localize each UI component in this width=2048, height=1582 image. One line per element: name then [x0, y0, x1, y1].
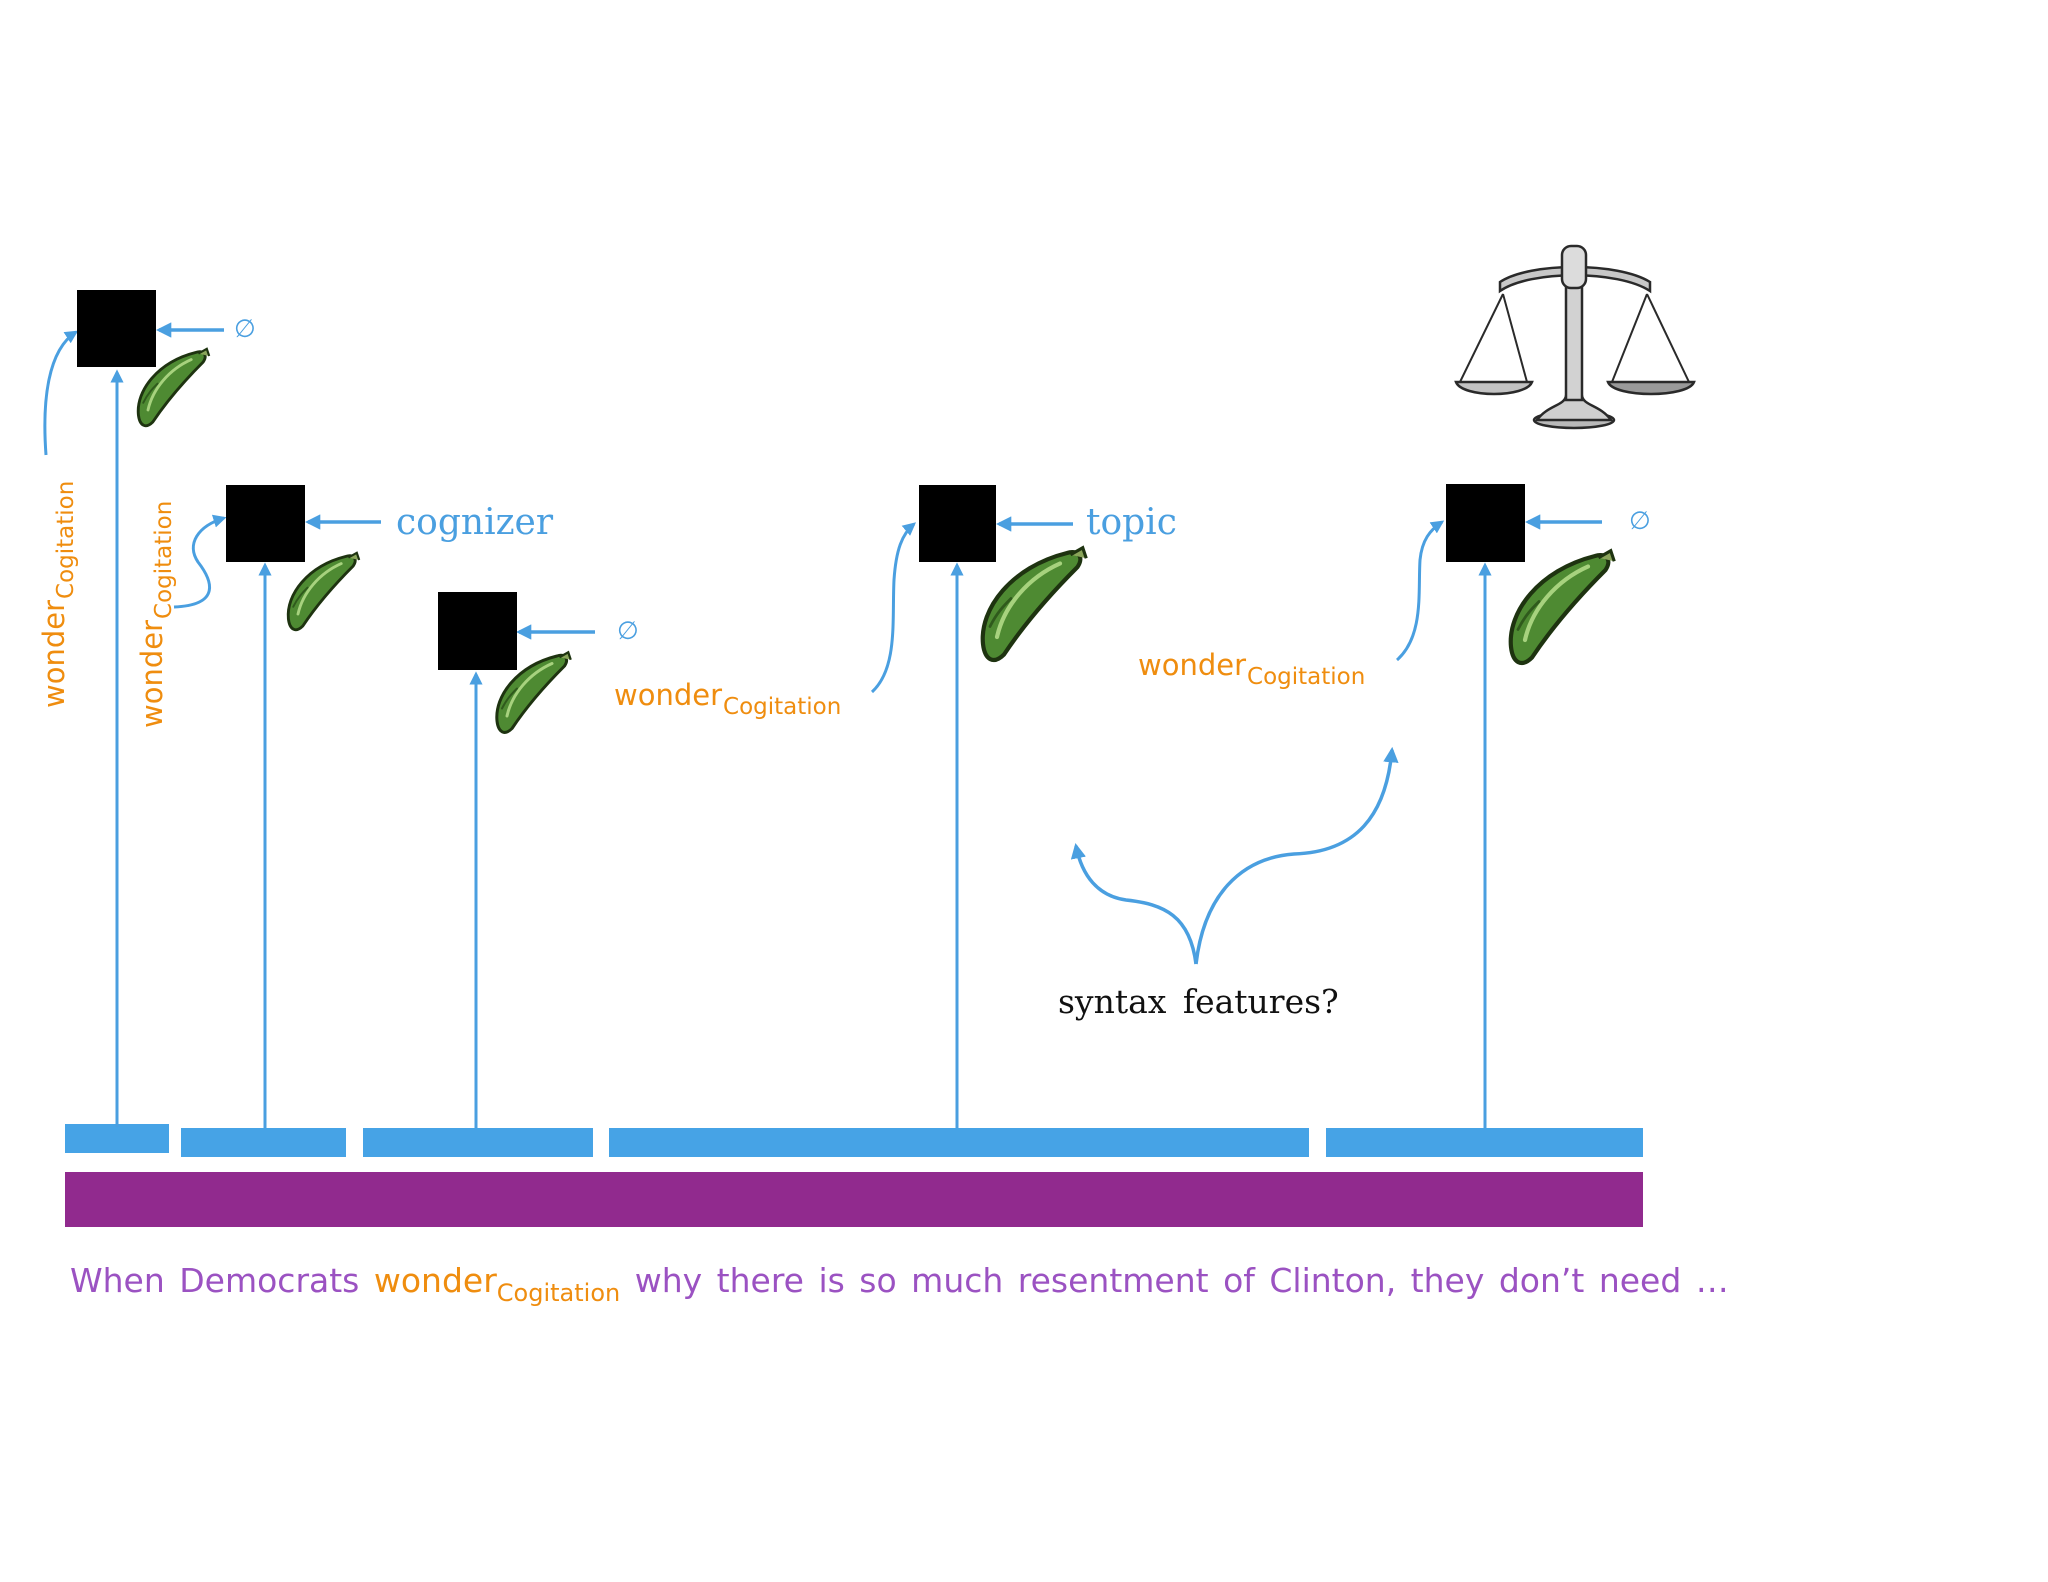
frame-name-3: wonderCogitation: [614, 678, 842, 720]
syntax-arrow-right: [1194, 746, 1399, 965]
frame-box-3: [438, 592, 517, 670]
frame-box-5: [1446, 484, 1525, 562]
cucumber-icon: [983, 548, 1087, 660]
sentence-target: wonderCogitation: [373, 1261, 621, 1307]
word-bar-4: [609, 1128, 1309, 1157]
curve-arrow-2: [173, 514, 227, 609]
null-role-label-2: ∅: [617, 616, 639, 645]
balance-scale-icon: [1454, 244, 1696, 430]
cucumber-icon: [286, 551, 361, 632]
curve-arrow-1: [43, 330, 79, 456]
word-bar-1: [65, 1124, 169, 1153]
sentence-after: why there is so much resentment of Clint…: [634, 1261, 1729, 1300]
cognizer-role-label: cognizer: [396, 502, 554, 543]
word-bar-3: [363, 1128, 593, 1157]
word-bar-5: [1326, 1128, 1643, 1157]
curve-arrow-3: [870, 522, 917, 694]
curve-arrow-4: [1395, 520, 1445, 662]
frame-name-vertical-2: wonderCogitation: [135, 500, 177, 728]
frame-name-4: wonderCogitation: [1138, 648, 1366, 690]
null-role-label-3: ∅: [1629, 506, 1651, 535]
frame-box-1: [77, 290, 156, 367]
topic-role-label: topic: [1086, 502, 1177, 543]
frame-box-2: [226, 485, 305, 562]
frame-name-vertical-1: wonderCogitation: [37, 480, 79, 708]
frame-box-4: [919, 485, 996, 562]
cucumber-icon: [1511, 551, 1615, 663]
syntax-arrow-left: [1070, 842, 1198, 965]
word-bar-2: [181, 1128, 346, 1157]
syntax-features-label: syntax features?: [1058, 982, 1339, 1021]
sentence-before: When Democrats: [70, 1261, 360, 1300]
example-sentence: When Democrats wonderCogitation why ther…: [70, 1264, 1729, 1305]
null-role-label-1: ∅: [234, 314, 256, 343]
sentence-bar: [65, 1172, 1643, 1227]
